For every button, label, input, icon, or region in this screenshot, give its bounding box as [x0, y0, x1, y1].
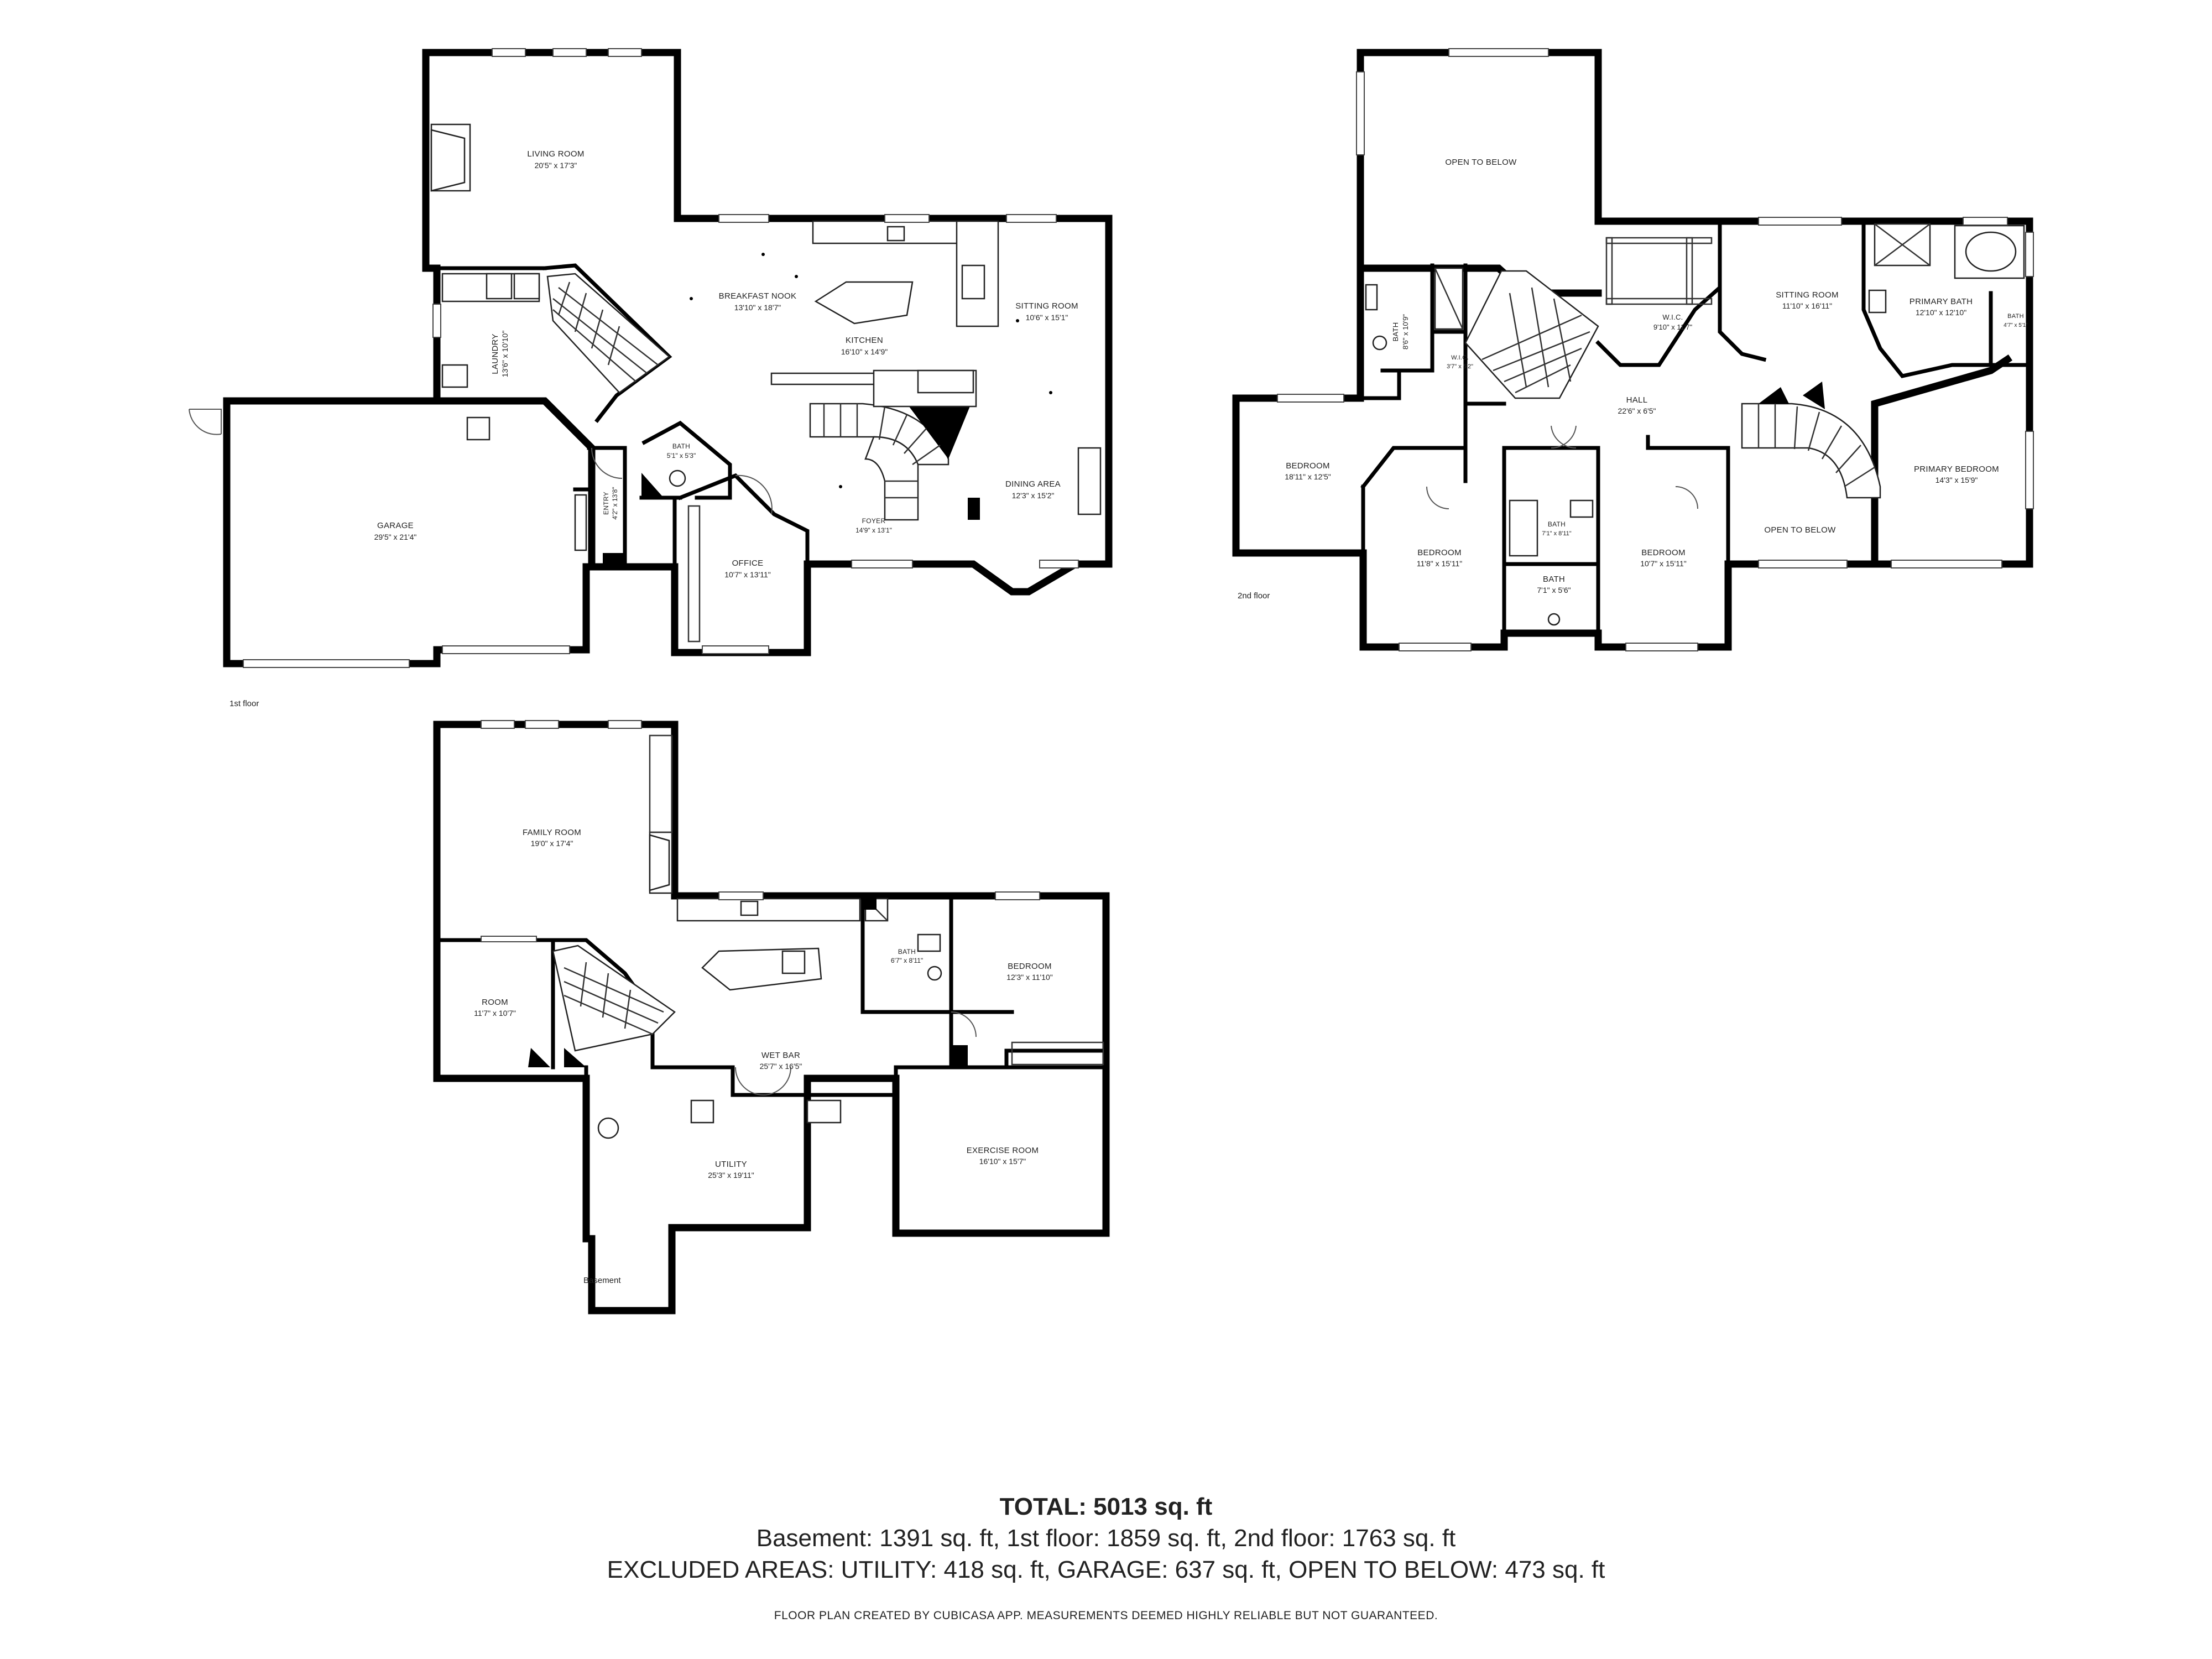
stairs-2: [1464, 270, 1599, 399]
floor-label-first: 1st floor: [229, 699, 259, 708]
room-name-open1: OPEN TO BELOW: [1445, 158, 1517, 167]
room-dims-wic-small: 3'7" x 5'2": [1447, 363, 1473, 370]
room-name-bath-b: BATH: [1548, 520, 1566, 528]
basement-plan: [433, 720, 1110, 1314]
room-name-bath: BATH: [672, 442, 690, 450]
room-dims-bath-tiny: 4'7" x 5'1": [2004, 322, 2028, 328]
room-dims-wetbar: 25'7" x 16'5": [760, 1062, 802, 1071]
room-dims-bath-c: 7'1" x 5'6": [1537, 586, 1571, 594]
floor-label-basement: Basement: [583, 1276, 621, 1285]
room-dims-living: 20'5" x 17'3": [535, 161, 577, 170]
room-dims-utility: 25'3" x 19'11": [708, 1171, 754, 1180]
room-name-bbath: BATH: [898, 948, 916, 956]
room-name-bed2: BEDROOM: [1417, 548, 1462, 557]
room-name-bbed: BEDROOM: [1008, 962, 1052, 971]
room-name-living: LIVING ROOM: [527, 149, 584, 159]
room-dims-bath: 5'1" x 5'3": [667, 452, 696, 460]
room-dims-wic: 9'10" x 11'7": [1653, 323, 1693, 331]
total-area: TOTAL: 5013 sq. ft: [999, 1493, 1213, 1520]
room-dims-room: 11'7" x 10'7": [474, 1009, 516, 1018]
room-name-sitting: SITTING ROOM: [1015, 301, 1078, 311]
room-name-open2: OPEN TO BELOW: [1764, 525, 1836, 535]
room-dims-kitchen: 16'10" x 14'9": [841, 347, 888, 356]
floor-areas: Basement: 1391 sq. ft, 1st floor: 1859 s…: [756, 1525, 1456, 1552]
room-dims-exercise: 16'10" x 15'7": [979, 1157, 1026, 1166]
room-name-bath-a: BATH: [1391, 322, 1400, 342]
room-name-family: FAMILY ROOM: [523, 828, 581, 837]
room-name-exercise: EXERCISE ROOM: [967, 1146, 1039, 1155]
room-dims-hall: 22'6" x 6'5": [1618, 406, 1656, 415]
room-name-utility: UTILITY: [715, 1160, 747, 1169]
room-dims-bath-b: 7'1" x 8'11": [1542, 530, 1571, 537]
kitchen-island: [814, 281, 914, 325]
room-name-sitting2: SITTING ROOM: [1776, 290, 1839, 300]
room-dims-bed3: 10'7" x 15'11": [1640, 559, 1687, 568]
room-name-foyer: FOYER: [862, 517, 886, 525]
room-name-kitchen: KITCHEN: [846, 336, 883, 345]
room-name-laundry: LAUNDRY: [491, 333, 500, 374]
room-name-dining: DINING AREA: [1005, 479, 1061, 489]
second-floor-labels: OPEN TO BELOW BATH 8'6" x 10'9" W.I.C. 3…: [1238, 158, 2028, 601]
room-dims-entry: 4'2" x 13'8": [611, 487, 619, 519]
curved-staircase: [809, 398, 980, 521]
room-dims-pbed: 14'3" x 15'9": [1936, 476, 1978, 484]
room-dims-bath-a: 8'6" x 10'9": [1401, 314, 1410, 349]
room-name-office: OFFICE: [732, 559, 764, 568]
room-name-bath-c: BATH: [1543, 575, 1565, 584]
room-dims-pbath: 12'10" x 12'10": [1916, 308, 1966, 317]
basement-labels: FAMILY ROOM 19'0" x 17'4" ROOM 11'7" x 1…: [474, 828, 1053, 1285]
room-dims-laundry: 13'6" x 10'10": [500, 331, 509, 378]
room-dims-foyer: 14'9" x 13'1": [855, 526, 892, 534]
room-name-wetbar: WET BAR: [761, 1051, 800, 1060]
excluded-areas: EXCLUDED AREAS: UTILITY: 418 sq. ft, GAR…: [607, 1556, 1605, 1583]
garage-side-door: [189, 409, 222, 435]
room-name-pbath: PRIMARY BATH: [1910, 297, 1973, 306]
curved-staircase-2: [1741, 382, 1881, 499]
room-dims-sitting2: 11'10" x 16'11": [1782, 301, 1832, 310]
room-name-wic-small: W.I.C.: [1451, 354, 1469, 361]
stairs-3: [528, 945, 676, 1067]
room-dims-dining: 12'3" x 15'2": [1012, 491, 1055, 500]
room-dims-family: 19'0" x 17'4": [531, 839, 573, 848]
room-name-entry: ENTRY: [602, 492, 610, 515]
room-dims-sitting: 10'6" x 15'1": [1026, 313, 1068, 322]
room-name-bed1: BEDROOM: [1286, 461, 1330, 471]
room-dims-bed2: 11'8" x 15'11": [1417, 559, 1463, 568]
room-name-room: ROOM: [482, 998, 508, 1007]
room-dims-bed1: 18'11" x 12'5": [1285, 472, 1331, 481]
first-floor-labels: LIVING ROOM 20'5" x 17'3" BREAKFAST NOOK…: [229, 149, 1078, 708]
room-name-garage: GARAGE: [377, 521, 414, 530]
first-floor-plan: [189, 48, 1113, 668]
room-name-wic: W.I.C.: [1662, 313, 1683, 321]
second-floor-outline: [1357, 49, 2033, 568]
room-name-pbed: PRIMARY BEDROOM: [1914, 465, 1999, 474]
floor-label-second: 2nd floor: [1238, 591, 1270, 601]
room-name-bath-tiny: BATH: [2007, 313, 2024, 320]
room-dims-garage: 29'5" x 21'4": [374, 533, 417, 541]
disclaimer: FLOOR PLAN CREATED BY CUBICASA APP. MEAS…: [774, 1609, 1438, 1622]
room-dims-office: 10'7" x 13'11": [724, 570, 771, 579]
room-name-hall: HALL: [1626, 395, 1648, 405]
room-name-breakfast: BREAKFAST NOOK: [719, 291, 797, 301]
room-dims-bbath: 6'7" x 8'11": [891, 957, 923, 964]
room-dims-breakfast: 13'10" x 18'7": [734, 303, 781, 312]
basement-outline: [433, 721, 1110, 1314]
room-dims-bbed: 12'3" x 11'10": [1006, 973, 1053, 982]
second-floor-plan: [1232, 48, 2034, 651]
room-name-bed3: BEDROOM: [1641, 548, 1686, 557]
stairs-1: [546, 273, 670, 394]
